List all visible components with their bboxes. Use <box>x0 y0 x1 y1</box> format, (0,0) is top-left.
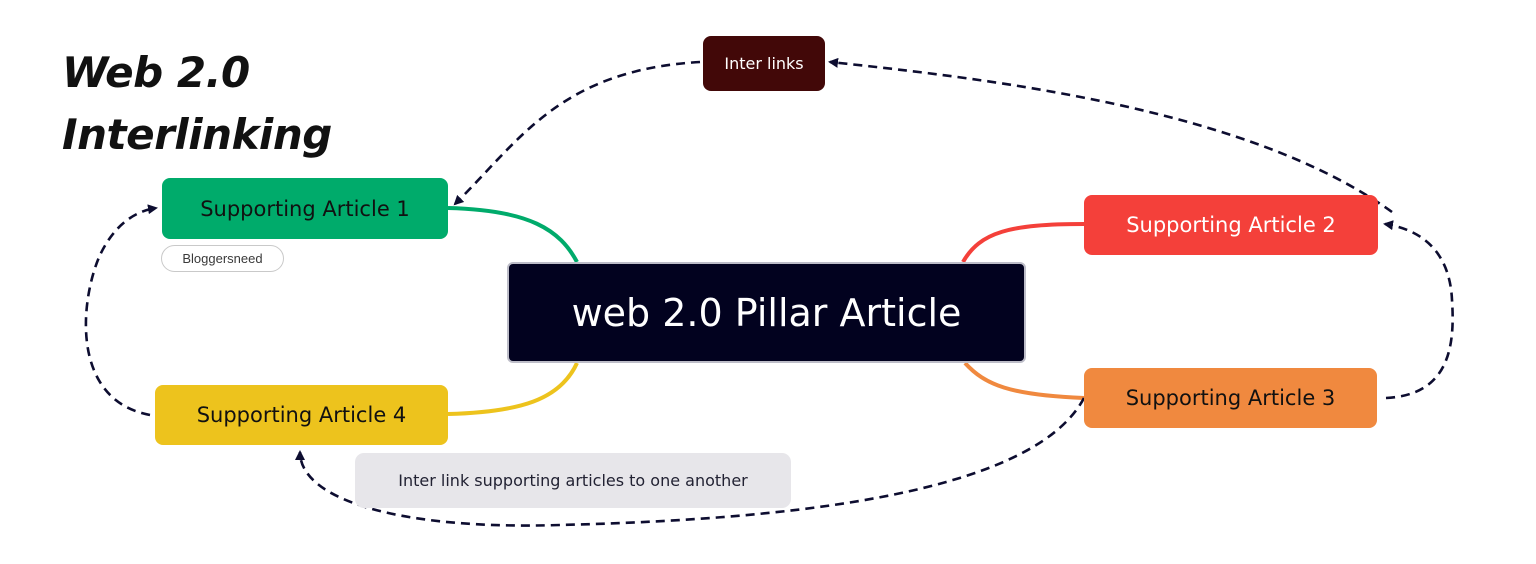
page-title-line-2: Interlinking <box>62 110 332 159</box>
branch-supporting-3 <box>963 361 1085 400</box>
inter-links-node[interactable]: Inter links <box>703 36 825 91</box>
supporting-article-2-node[interactable]: Supporting Article 2 <box>1084 195 1378 255</box>
arrow-supporting-4-to-supporting-1 <box>84 204 158 417</box>
branch-supporting-2 <box>961 222 1085 263</box>
arrow-supporting-2-to-inter-links <box>828 57 1393 214</box>
arrow-supporting-3-to-supporting-2 <box>1383 220 1454 400</box>
bloggersneed-tag: Bloggersneed <box>161 245 284 272</box>
pillar-article-node[interactable]: web 2.0 Pillar Article <box>507 262 1026 363</box>
page-title-line-1: Web 2.0 <box>62 48 250 97</box>
branch-supporting-4 <box>447 362 579 416</box>
arrow-supporting-3-to-supporting-4 <box>295 397 1086 527</box>
interlink-note: Inter link supporting articles to one an… <box>355 453 791 508</box>
page-title: Web 2.0 Interlinking <box>62 42 332 166</box>
supporting-article-1-node[interactable]: Supporting Article 1 <box>162 178 448 239</box>
branch-supporting-1 <box>447 206 579 263</box>
arrow-inter-links-to-supporting-1 <box>453 60 701 206</box>
supporting-article-3-node[interactable]: Supporting Article 3 <box>1084 368 1377 428</box>
supporting-article-4-node[interactable]: Supporting Article 4 <box>155 385 448 445</box>
